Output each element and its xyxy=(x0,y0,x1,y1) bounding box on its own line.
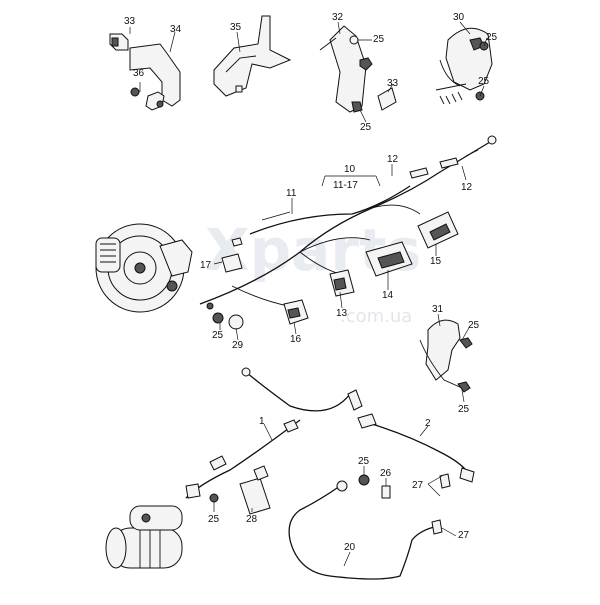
callout-27a: 27 xyxy=(412,480,424,491)
callout-33a: 33 xyxy=(124,16,136,27)
callout-11-17: 11-17 xyxy=(333,180,358,191)
connector-13 xyxy=(329,269,355,297)
callout-27b: 27 xyxy=(458,530,470,541)
callout-17: 17 xyxy=(200,260,212,271)
wiring-harness-10 xyxy=(199,135,497,307)
callout-28: 28 xyxy=(246,514,258,525)
callout-36: 36 xyxy=(133,68,145,79)
bracket-35 xyxy=(213,15,292,97)
callout-25c: 25 xyxy=(486,32,498,43)
cable-20 xyxy=(288,480,439,580)
connector-14 xyxy=(365,241,413,277)
callout-25b: 25 xyxy=(360,122,372,133)
callout-labels: 33 34 36 35 32 25 33 25 30 25 25 10 11-1… xyxy=(124,12,498,553)
callout-33b: 33 xyxy=(387,78,399,89)
bracket-30 xyxy=(435,27,493,105)
callout-14: 14 xyxy=(382,290,394,301)
callout-13: 13 xyxy=(336,308,348,319)
cap-28 xyxy=(239,465,271,515)
callout-16: 16 xyxy=(290,334,302,345)
callout-20: 20 xyxy=(344,542,356,553)
callout-2: 2 xyxy=(425,418,431,429)
callout-26: 26 xyxy=(380,468,392,479)
callout-25g: 25 xyxy=(458,404,470,415)
callout-25a: 25 xyxy=(373,34,385,45)
callout-30: 30 xyxy=(453,12,465,23)
callout-15: 15 xyxy=(430,256,442,267)
callout-12a: 12 xyxy=(387,154,399,165)
callout-25i: 25 xyxy=(208,514,220,525)
callout-32: 32 xyxy=(332,12,344,23)
bracket-31 xyxy=(419,319,473,393)
watermark-domain: .com.ua xyxy=(340,306,412,327)
cable-1 xyxy=(185,367,363,499)
callout-11: 11 xyxy=(286,188,297,199)
bracket-group-32-33-25 xyxy=(319,25,397,113)
connector-17 xyxy=(221,253,243,273)
leader-lines xyxy=(129,21,488,567)
callout-35: 35 xyxy=(230,22,242,33)
nut-25-and-cap-29 xyxy=(206,302,244,330)
alternator xyxy=(95,223,193,313)
callout-25d: 25 xyxy=(478,76,490,87)
callout-12b: 12 xyxy=(461,182,473,193)
callout-31: 31 xyxy=(432,304,444,315)
bracket-group-33-34-36 xyxy=(109,33,181,111)
callout-34: 34 xyxy=(170,24,182,35)
callout-25f: 25 xyxy=(468,320,480,331)
callout-1: 1 xyxy=(259,416,265,427)
connector-16 xyxy=(283,299,309,325)
cable-2 xyxy=(357,413,475,483)
bolts-25-26-27 xyxy=(209,473,451,535)
callout-29: 29 xyxy=(232,340,244,351)
callout-25h: 25 xyxy=(358,456,370,467)
callout-10: 10 xyxy=(344,164,356,175)
callout-25e: 25 xyxy=(212,330,224,341)
connector-15 xyxy=(417,211,459,249)
starter-motor xyxy=(105,505,183,569)
